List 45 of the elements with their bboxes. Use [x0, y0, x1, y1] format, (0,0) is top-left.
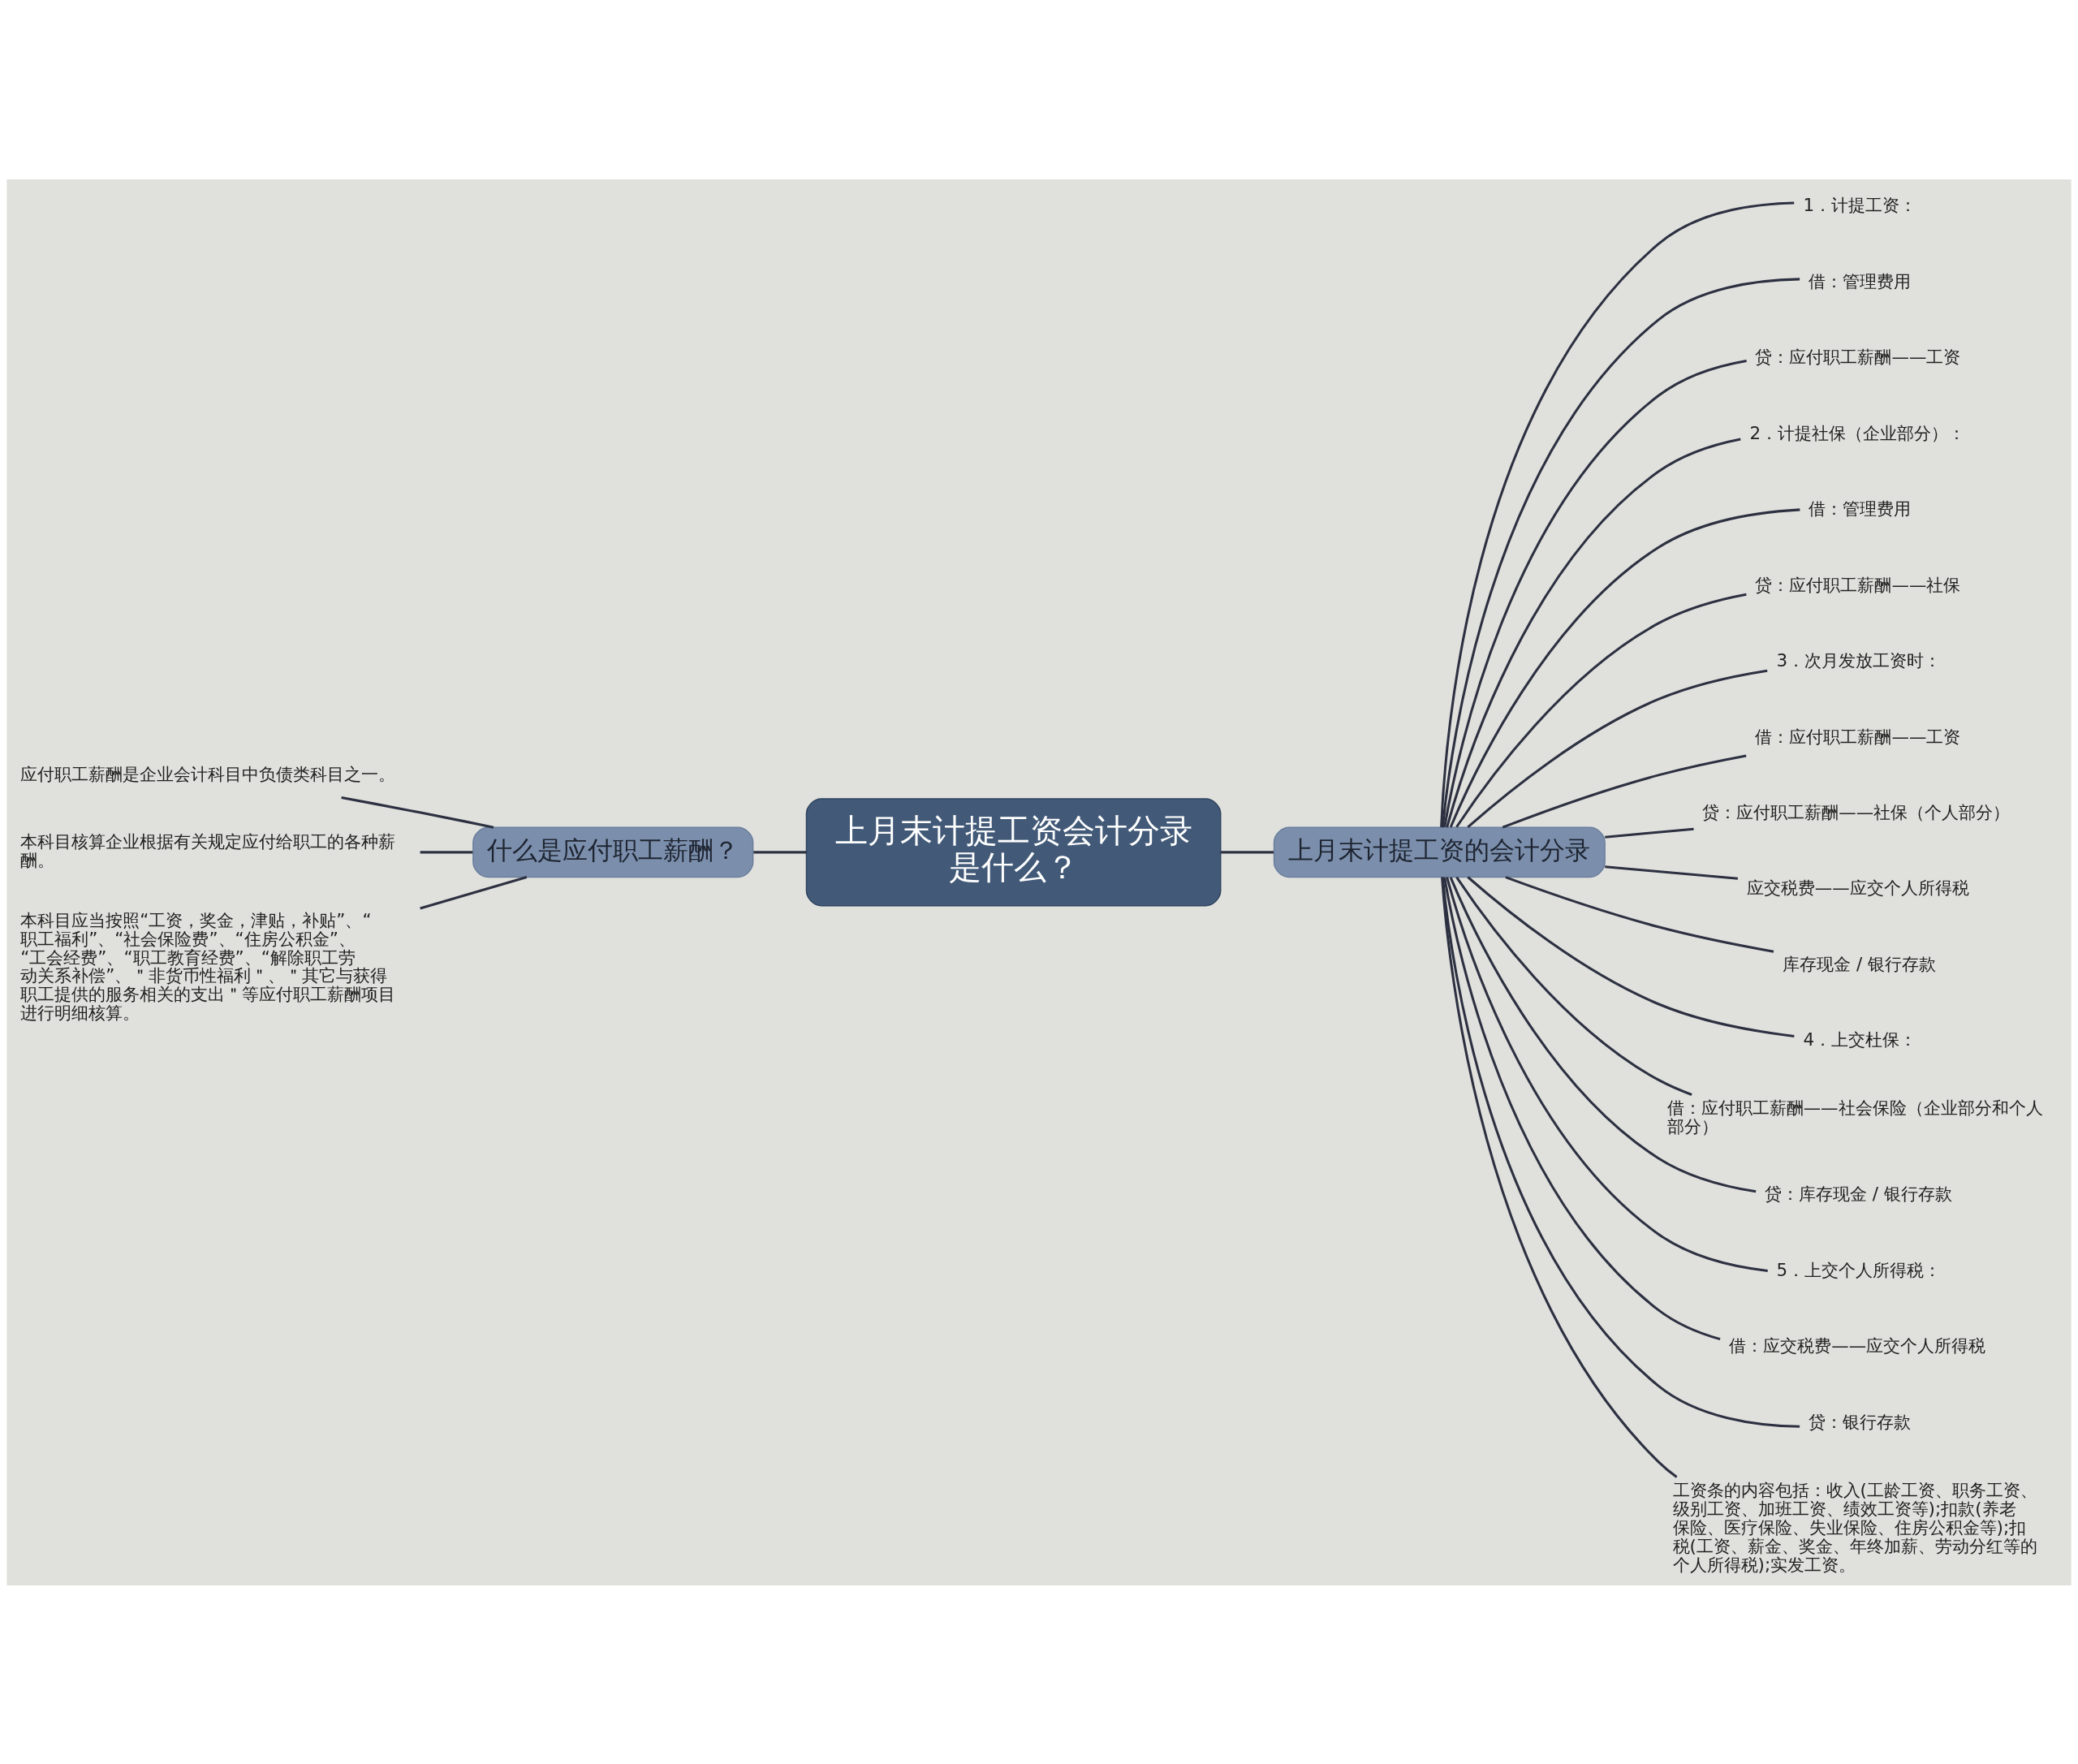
node-text: 本科目核算企业根据有关规定应付给职工的各种薪酬。: [20, 830, 396, 870]
node-text: 借：应付职工薪酬——工资: [1755, 726, 1961, 747]
node-box: 上月末计提工资的会计分录: [1273, 826, 1606, 878]
node-box: 上月末计提工资会计分录是什么？: [805, 797, 1222, 906]
connector: [753, 850, 807, 853]
node-text: 贷：应付职工薪酬——社保: [1755, 574, 1961, 595]
connector: [1446, 437, 1741, 828]
connector: [1467, 875, 1795, 1037]
connector: [1441, 877, 1800, 1428]
connector: [1446, 876, 1768, 1272]
node-text: 借：管理费用: [1809, 498, 1912, 519]
connector: [1441, 877, 1678, 1478]
node-text: 1．计提工资：: [1803, 194, 1917, 215]
connector: [1443, 359, 1747, 827]
node-text: 库存现金 / 银行存款: [1783, 953, 1937, 974]
connector: [1443, 877, 1721, 1340]
node-text: 借：应付职工薪酬——社会保险（企业部分和个人部分）: [1666, 1097, 2043, 1136]
node-text: 2．计提社保（企业部分）：: [1749, 422, 1966, 443]
node-text: 借：应交税费——应交个人所得税: [1729, 1335, 1986, 1356]
node-text: 5．上交个人所得税：: [1776, 1259, 1942, 1280]
connector: [420, 875, 528, 909]
connector: [420, 850, 473, 853]
connector: [1505, 875, 1774, 953]
node-text: 3．次月发放工资时：: [1776, 649, 1942, 671]
node-text: 贷：应付职工薪酬——社保（个人部分）: [1702, 801, 2011, 822]
node-text: 贷：银行存款: [1809, 1411, 1912, 1432]
connector: [1449, 876, 1757, 1193]
connector: [1455, 593, 1747, 828]
node-text: 应交税费——应交个人所得税: [1746, 877, 1969, 898]
connector: [341, 796, 494, 829]
connector: [1502, 753, 1747, 829]
node-text: 贷：库存现金 / 银行存款: [1764, 1183, 1952, 1204]
connector: [1605, 865, 1739, 880]
node-text: 4．上交杜保：: [1803, 1029, 1917, 1050]
node-box: 什么是应付职工薪酬？: [472, 826, 754, 878]
node-text: 借：管理费用: [1809, 270, 1912, 291]
connector: [1467, 669, 1768, 828]
connector: [1605, 827, 1694, 839]
connector: [1455, 876, 1692, 1096]
connector: [1221, 850, 1274, 853]
connector: [1449, 507, 1800, 828]
node-text: 本科目应当按照“工资，奖金，津贴，补贴”、“职工福利”、“社会保险费”、“住房公积金”、“工会经费”、“职工教育经费”、“解除职工劳动关系补偿”、＂非货币性福利＂、＂其它与获得职工提供的服务相关的支出＂等应付职工薪酬项目进行明细核算。: [20, 909, 396, 1023]
node-text: 工资条的内容包括：收入(工龄工资、职务工资、级别工资、加班工资、绩效工资等);扣款(养老保险、医疗保险、失业保险、住房公积金等);扣税(工资、薪金、奖金、年终加薪、劳动分红等的个人所得税);实发工资。: [1672, 1479, 2037, 1575]
node-text: 应付职工薪酬是企业会计科目中负债类科目之一。: [20, 763, 396, 784]
node-text: 贷：应付职工薪酬——工资: [1755, 346, 1961, 367]
